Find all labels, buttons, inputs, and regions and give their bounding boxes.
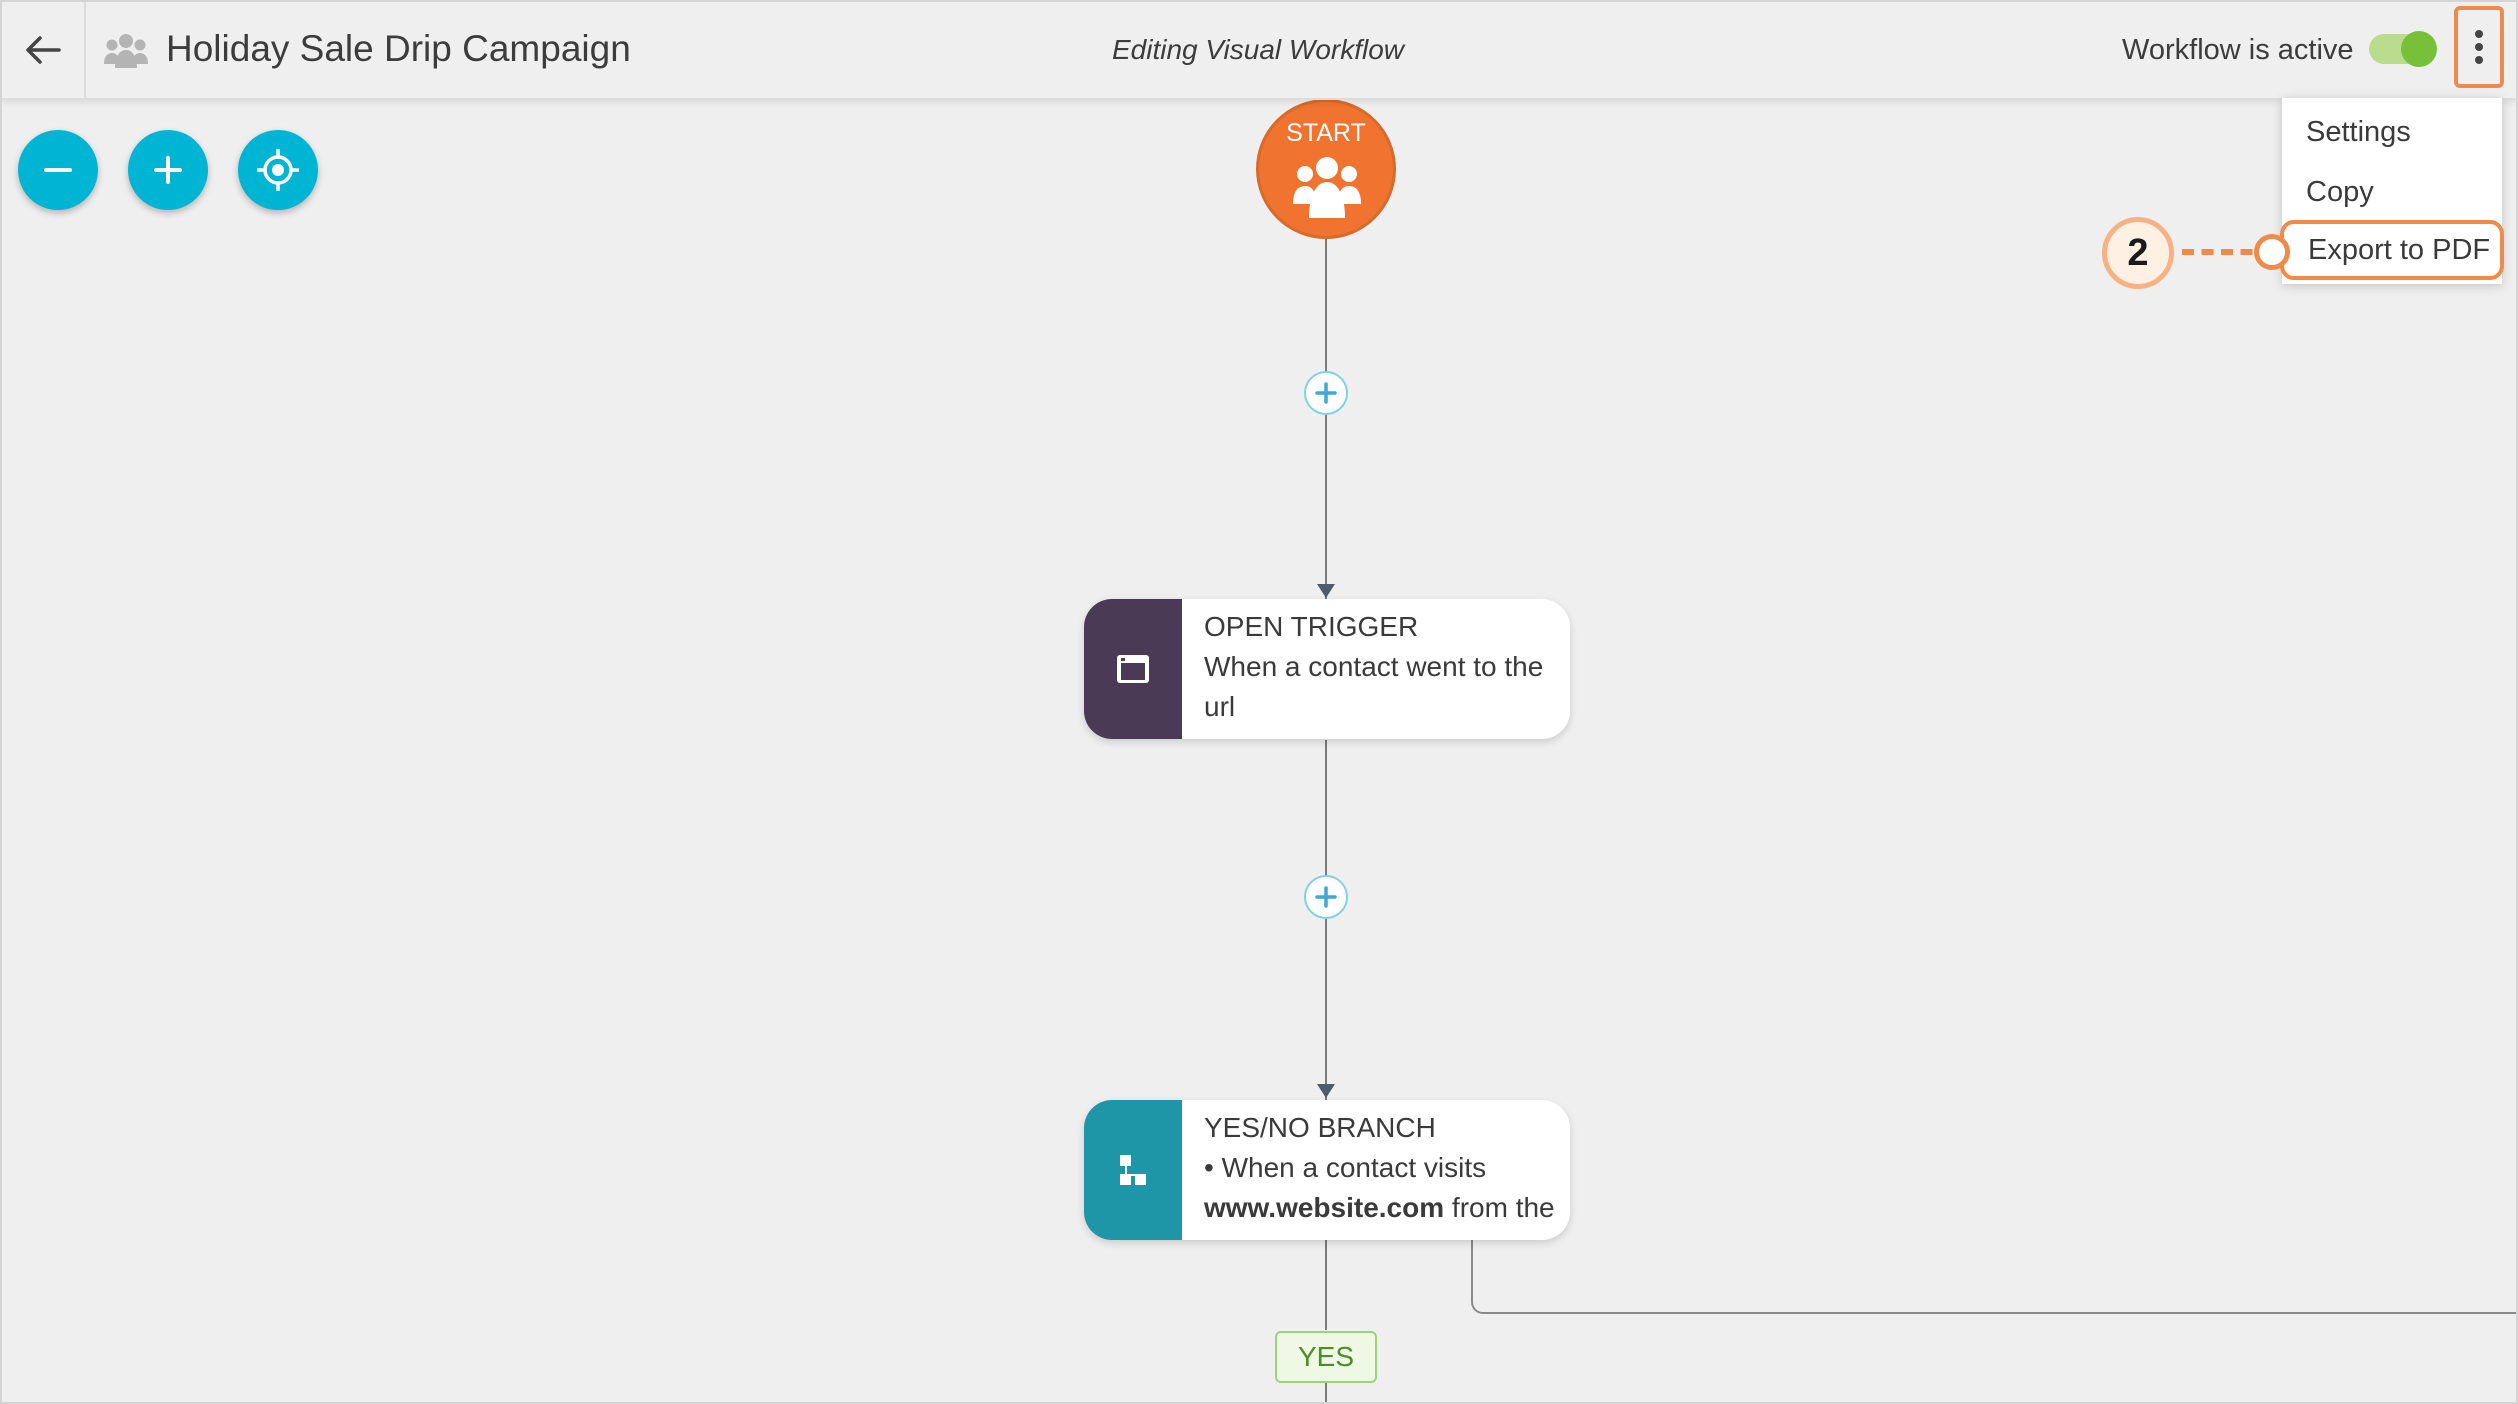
open-trigger-node[interactable]: OPEN TRIGGER When a contact went to the …	[1084, 599, 1570, 739]
add-step-icon	[1315, 886, 1337, 908]
node-title: OPEN TRIGGER	[1204, 611, 1419, 642]
no-branch-connector	[1471, 1240, 2516, 1314]
step-callout-badge: 2	[2102, 217, 2174, 289]
node-icon-panel	[1084, 1100, 1182, 1240]
users-icon	[1293, 157, 1361, 218]
node-title: YES/NO BRANCH	[1204, 1112, 1436, 1143]
start-label: START	[1286, 119, 1366, 147]
menu-item-export-to-pdf[interactable]: Export to PDF	[2280, 220, 2504, 280]
node-description: url	[1204, 691, 1236, 722]
zoom-out-button[interactable]	[18, 130, 98, 210]
more-options-button[interactable]	[2454, 6, 2504, 88]
minus-icon	[44, 168, 72, 172]
node-description: • When a contact visits	[1204, 1152, 1487, 1183]
arrow-down-icon	[1317, 1084, 1335, 1098]
connector	[1325, 740, 1327, 1102]
branch-icon	[1120, 1155, 1146, 1185]
zoom-in-button[interactable]	[128, 130, 208, 210]
node-description-rest: from the	[1444, 1192, 1555, 1223]
workflow-status-label: Workflow is active	[2122, 34, 2354, 66]
add-step-button[interactable]	[1304, 371, 1348, 415]
add-step-button[interactable]	[1304, 875, 1348, 919]
browser-window-icon	[1117, 655, 1149, 683]
toggle-knob	[2401, 31, 2437, 67]
connector	[1325, 1382, 1327, 1402]
target-icon	[257, 149, 299, 191]
recenter-button[interactable]	[238, 130, 318, 210]
add-step-icon	[1315, 382, 1337, 404]
node-icon-panel	[1084, 599, 1182, 739]
workflow-active-toggle[interactable]	[2369, 31, 2437, 67]
node-description: www.website.com from the	[1204, 1188, 1556, 1228]
header-bar: Holiday Sale Drip Campaign Editing Visua…	[2, 2, 2516, 100]
menu-item-copy[interactable]: Copy	[2306, 176, 2374, 208]
menu-item-settings[interactable]: Settings	[2306, 116, 2411, 148]
group-icon	[104, 34, 148, 68]
callout-connector	[2182, 249, 2272, 255]
more-vertical-icon	[2475, 30, 2483, 38]
start-node[interactable]: START	[1256, 99, 1396, 239]
connector	[1325, 239, 1327, 599]
arrow-down-icon	[1317, 584, 1335, 598]
url-text: www.website.com	[1204, 1192, 1445, 1223]
plus-icon	[154, 156, 182, 184]
yes-branch-label: YES	[1275, 1331, 1377, 1383]
back-arrow-icon	[26, 36, 61, 64]
callout-pointer	[2254, 234, 2290, 270]
page-title: Holiday Sale Drip Campaign	[166, 28, 631, 69]
back-button[interactable]	[2, 2, 86, 98]
connector	[1325, 1240, 1327, 1330]
more-options-menu: Settings Copy Export to PDF	[2280, 98, 2504, 284]
node-description: When a contact went to the	[1204, 651, 1544, 682]
node-text: OPEN TRIGGER When a contact went to the …	[1204, 607, 1556, 727]
node-text: YES/NO BRANCH • When a contact visits ww…	[1204, 1108, 1556, 1228]
yes-no-branch-node[interactable]: YES/NO BRANCH • When a contact visits ww…	[1084, 1100, 1570, 1240]
editor-mode-label: Editing Visual Workflow	[1111, 34, 1405, 65]
